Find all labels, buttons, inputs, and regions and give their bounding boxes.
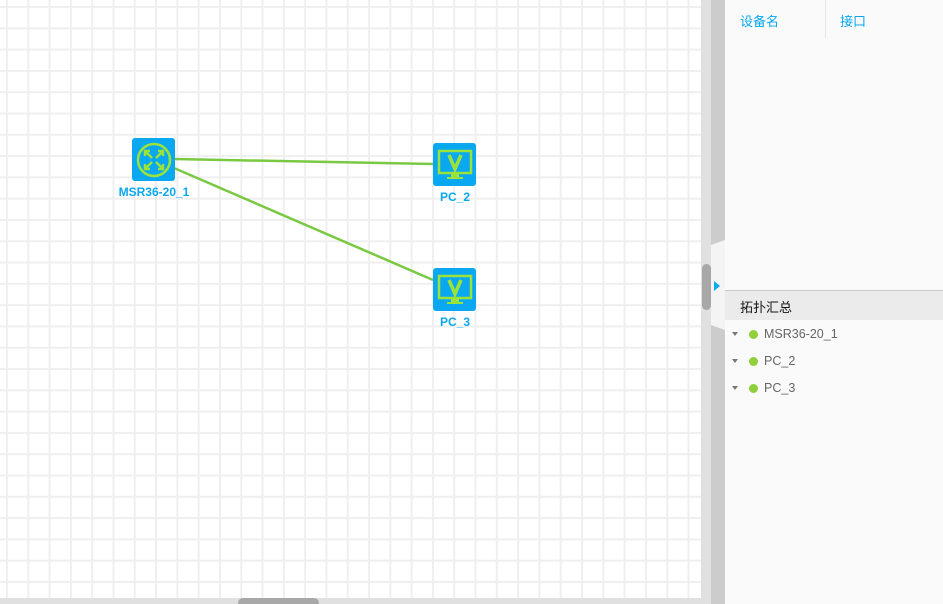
summary-item[interactable]: PC_3	[725, 378, 943, 398]
node-label: PC_3	[439, 315, 471, 329]
item-label: MSR36-20_1	[764, 327, 838, 341]
vertical-scrollbar[interactable]	[701, 0, 711, 604]
vertical-scroll-thumb[interactable]	[702, 264, 711, 310]
status-dot-icon	[749, 384, 758, 393]
node-label: MSR36-20_1	[118, 185, 190, 199]
summary-item[interactable]: MSR36-20_1	[725, 324, 943, 344]
column-header-device-name[interactable]: 设备名	[740, 14, 780, 29]
caret-right-icon[interactable]	[714, 281, 720, 291]
link-msr-pc2[interactable]	[173, 157, 434, 166]
caret-down-icon[interactable]	[732, 332, 738, 336]
node-pc-3[interactable]: PC_3	[433, 268, 477, 329]
node-label: PC_2	[439, 190, 471, 204]
column-header-interface[interactable]: 接口	[840, 14, 867, 29]
node-msr36-20-1[interactable]: MSR36-20_1	[119, 138, 189, 199]
summary-item[interactable]: PC_2	[725, 351, 943, 371]
monitor-icon	[433, 143, 476, 186]
monitor-icon	[433, 268, 476, 311]
link-msr-pc3[interactable]	[173, 166, 434, 282]
horizontal-scrollbar[interactable]	[0, 598, 701, 604]
status-dot-icon	[749, 330, 758, 339]
links-layer	[173, 157, 434, 282]
caret-down-icon[interactable]	[732, 386, 738, 390]
router-icon	[132, 138, 175, 181]
node-pc-2[interactable]: PC_2	[433, 143, 477, 204]
caret-down-icon[interactable]	[732, 359, 738, 363]
topology-summary-header: 拓扑汇总	[725, 290, 943, 320]
item-label: PC_3	[764, 381, 796, 395]
item-label: PC_2	[764, 354, 796, 368]
right-panel: 设备名 接口 拓扑汇总 MSR36-20_1 PC_2 PC_3	[725, 0, 943, 604]
topology-canvas[interactable]: MSR36-20_1 PC_2 PC_3	[0, 0, 701, 598]
horizontal-scroll-thumb[interactable]	[238, 598, 319, 604]
column-divider	[825, 0, 826, 38]
status-dot-icon	[749, 357, 758, 366]
